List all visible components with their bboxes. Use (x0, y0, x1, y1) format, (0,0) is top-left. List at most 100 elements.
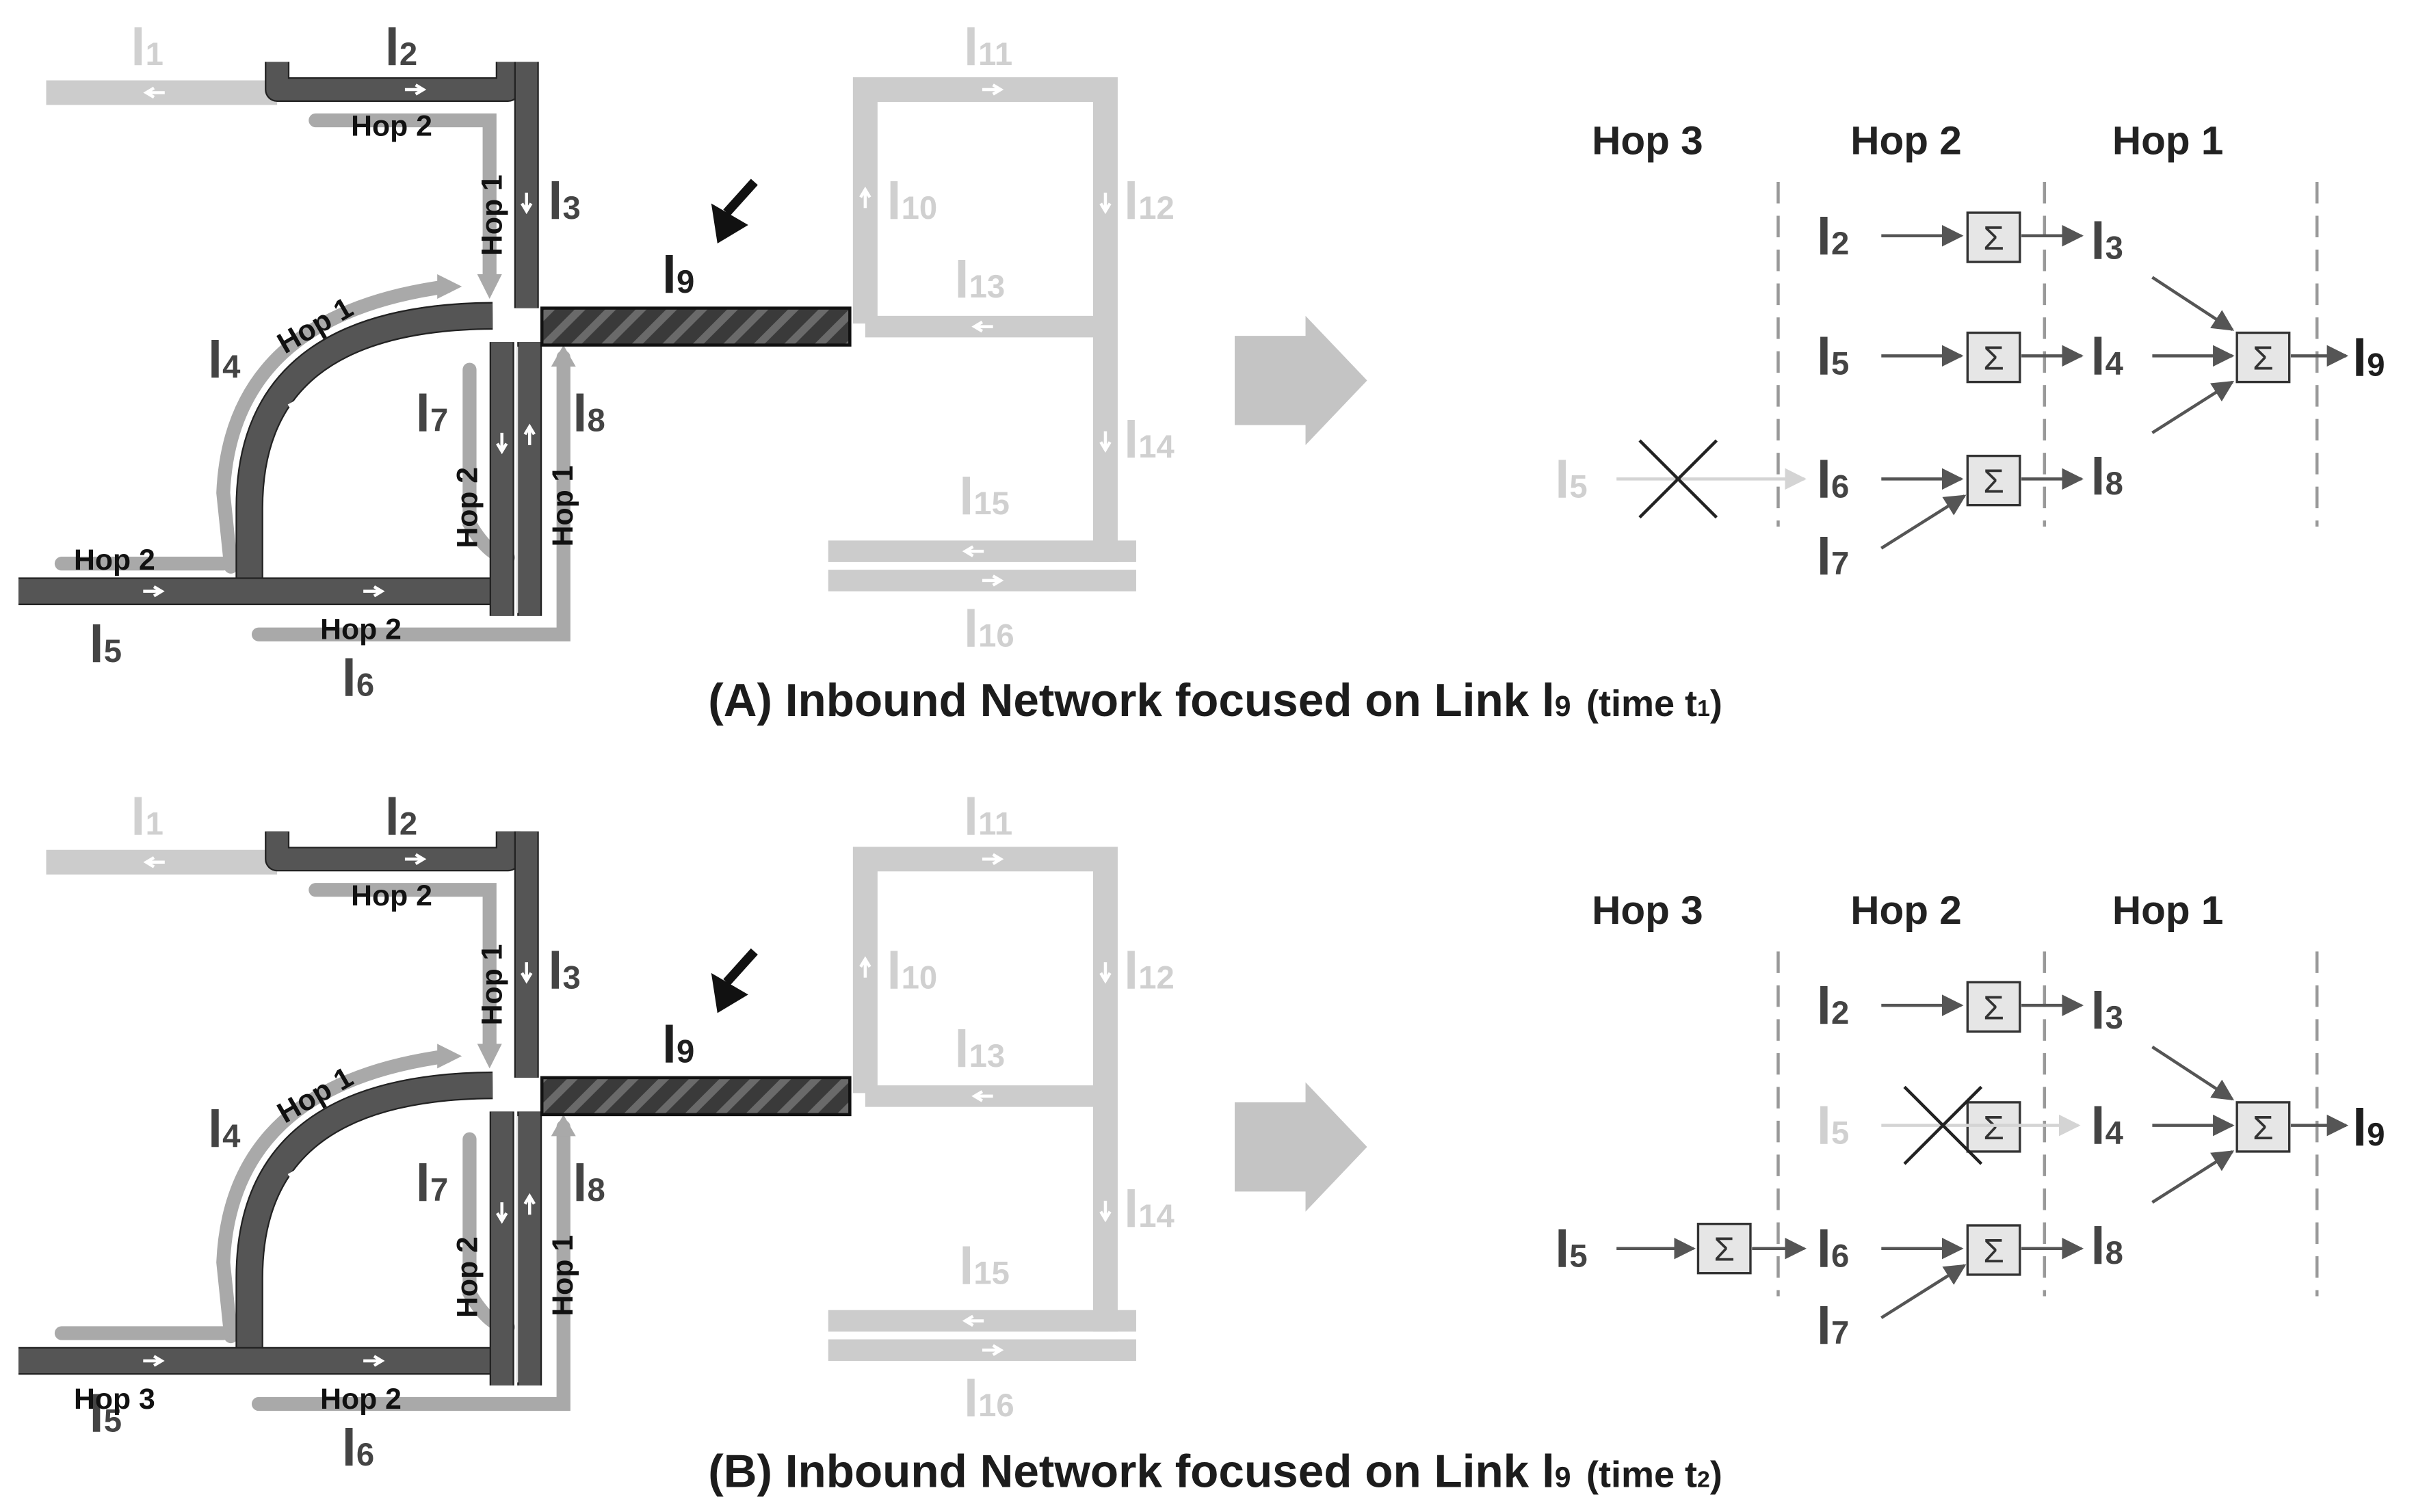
panel-caption: (A) Inbound Network focused on Link l9(t… (708, 675, 1722, 726)
link-label-l11: l11 (964, 18, 1012, 77)
link-label-l10: l10 (887, 942, 937, 1000)
tree-node-l5-faded: l5 (1555, 451, 1588, 509)
hop-arrowhead (477, 274, 502, 300)
active-roads (18, 62, 542, 616)
direction-arrow-glyph (143, 585, 165, 598)
active-roads (18, 831, 542, 1386)
hop-arrowhead (477, 1044, 502, 1069)
link-label-l2: l2 (385, 18, 418, 77)
pointer-shaft (723, 178, 758, 216)
hop-label: Hop 1 (547, 1235, 579, 1316)
sum-node (1966, 331, 2021, 384)
direction-arrow-glyph (1099, 431, 1112, 453)
direction-arrow (1099, 431, 1112, 453)
direction-arrow (143, 585, 165, 598)
sum-symbol: Σ (2253, 340, 2274, 377)
hop-label: Hop 2 (351, 879, 432, 912)
tree-node-l7: l7 (1817, 528, 1850, 586)
direction-arrow-glyph (285, 1168, 298, 1188)
pointer-head (711, 203, 748, 244)
link-label-l15: l15 (959, 1237, 1010, 1295)
hop-arrowhead (437, 1044, 462, 1069)
link-label-l12: l12 (1124, 942, 1175, 1000)
tree-node-l4: l4 (2090, 328, 2123, 386)
direction-arrow (404, 853, 427, 865)
direction-arrow-glyph (523, 1193, 536, 1215)
link-label-l2: l2 (385, 788, 418, 846)
link-label-l6: l6 (342, 1419, 375, 1477)
hop-column-header: Hop 2 (1850, 119, 1962, 163)
blocked-cross (1903, 1085, 1983, 1165)
link-label-l8: l8 (573, 1154, 605, 1212)
focus-pointer-icon (711, 178, 758, 244)
direction-arrow (496, 1202, 508, 1224)
direction-arrow (143, 1355, 165, 1367)
sum-node (1966, 454, 2021, 507)
link-label-l5: l5 (90, 615, 122, 674)
hop-path (309, 113, 497, 284)
hop-column-header: Hop 3 (1592, 119, 1703, 163)
direction-arrow (363, 1355, 385, 1367)
flow-arrow (1880, 494, 1967, 550)
direction-arrow (496, 432, 508, 455)
hop-path (251, 1119, 570, 1411)
road-l2 (266, 831, 519, 871)
transition-arrow (1235, 315, 1367, 445)
direction-arrow (971, 320, 993, 333)
hop-label: Hop 2 (451, 467, 484, 548)
direction-arrow-glyph (143, 86, 165, 99)
link-label-l16: l16 (964, 1370, 1014, 1428)
tree-node-l8: l8 (2090, 1217, 2123, 1275)
link-label-l5: l5 (90, 1385, 122, 1444)
link-label-l15: l15 (959, 468, 1010, 526)
pointer-head (711, 972, 748, 1013)
sum-symbol: Σ (1983, 1109, 2004, 1147)
direction-arrow (982, 1344, 1004, 1356)
link-label-l1: l1 (131, 788, 163, 846)
hop-path (309, 883, 497, 1054)
direction-arrow (859, 956, 871, 978)
tree-node-l6: l6 (1817, 1221, 1850, 1279)
sum-symbol: Σ (1983, 340, 2004, 377)
hop-label: Hop 2 (74, 544, 155, 576)
link-label-l14: l14 (1124, 1180, 1175, 1238)
tree-node-l5: l5 (1555, 1221, 1588, 1279)
direction-arrow-glyph (982, 853, 1004, 865)
direction-arrow (521, 192, 533, 215)
sum-node (1966, 211, 2021, 263)
link-label-l7: l7 (416, 385, 449, 443)
direction-arrow (143, 856, 165, 868)
direction-arrow-glyph (982, 574, 1004, 587)
sum-node (2235, 1101, 2291, 1153)
direction-arrow (982, 853, 1004, 865)
direction-arrow-glyph (285, 399, 298, 419)
sum-node (2235, 331, 2291, 384)
direction-arrow (521, 962, 533, 984)
link-label-l13: l13 (954, 251, 1005, 309)
hop-arrowhead (437, 274, 462, 300)
sum-node (1696, 1223, 1752, 1275)
direction-arrow (523, 1193, 536, 1215)
direction-arrow (523, 423, 536, 445)
hop-column-header: Hop 3 (1592, 888, 1703, 933)
direction-arrow-glyph (971, 320, 993, 333)
road-l9-focus-link (540, 306, 852, 347)
sum-node (1966, 1224, 2021, 1276)
road-l9-focus-link (540, 1076, 852, 1117)
direction-arrow (982, 574, 1004, 587)
direction-arrow-glyph (521, 962, 533, 984)
hop-label: Hop 2 (320, 1383, 402, 1416)
focus-pointer-icon (711, 948, 758, 1013)
link-label-l1: l1 (131, 18, 163, 77)
link-label-l4: l4 (208, 331, 241, 389)
link-label-l12: l12 (1124, 172, 1175, 230)
direction-arrow-glyph (962, 545, 984, 557)
link-label-l13: l13 (954, 1020, 1005, 1078)
link-label-l3: l3 (548, 942, 581, 1000)
direction-arrow-glyph (982, 83, 1004, 96)
direction-arrow (962, 1314, 984, 1327)
hop-label: Hop 1 (476, 944, 509, 1026)
direction-arrow (285, 1168, 298, 1188)
